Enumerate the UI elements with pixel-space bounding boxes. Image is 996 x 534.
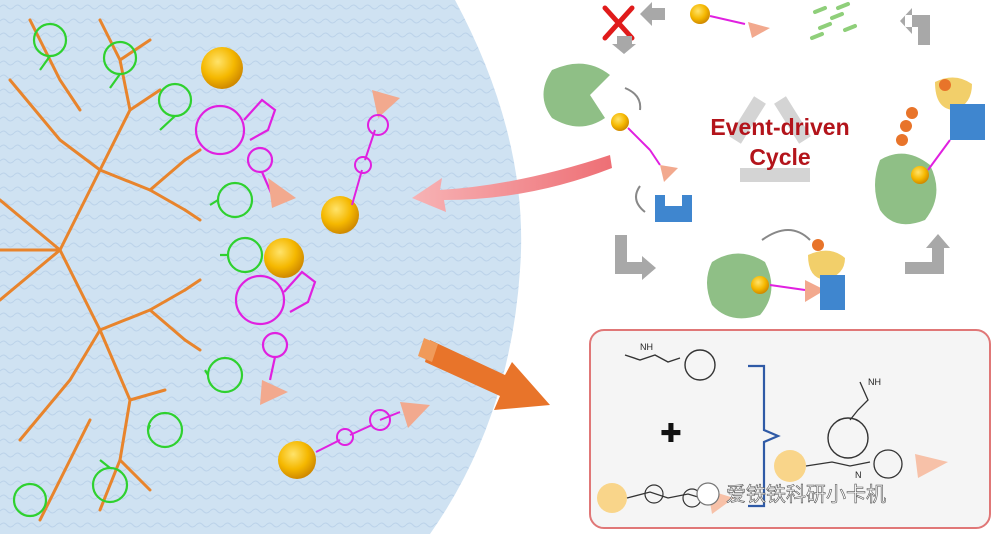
green-enzyme-icon: [875, 153, 937, 225]
small-turn-arrow: [761, 229, 811, 241]
gold-sphere: [751, 276, 769, 294]
reaction-inset: NH ✚ NH N: [589, 329, 991, 529]
tetrazine-linker: [769, 284, 806, 291]
cycle-title-line2: Cycle: [749, 144, 810, 170]
cycle-arrows: [612, 2, 950, 280]
tetrazine-skeleton: [626, 491, 709, 501]
cone-markers: [260, 90, 430, 428]
cone-shape: [372, 90, 400, 118]
pink-curved-arrow: [412, 155, 612, 212]
tco-groups: [12, 22, 264, 518]
clicked-adducts: [194, 98, 317, 381]
tetrazine-linker: [627, 127, 661, 166]
light-cone: [915, 454, 948, 478]
carbamate-skeleton: [624, 354, 681, 363]
tetrazine-linker: [927, 139, 951, 171]
light-gold-sphere: [597, 483, 627, 513]
cycle-arrow: [615, 235, 656, 280]
wechat-logo-icon: [696, 482, 720, 506]
small-turn-arrow: [624, 87, 642, 111]
gold-sphere: [911, 166, 929, 184]
green-enzyme-icon: [543, 63, 610, 127]
tco-ring: [12, 482, 48, 518]
cone-shape: [805, 280, 825, 302]
blue-receptor-icon: [950, 104, 985, 140]
cone-shape: [660, 165, 678, 182]
recycle-symbol: [729, 96, 811, 182]
gold-sphere: [201, 47, 243, 89]
cycle-arrow: [640, 2, 665, 26]
free-tetrazine-linkers: [315, 114, 401, 453]
watermark: 爱铁铁科研小卡机: [696, 482, 886, 506]
gold-sphere: [321, 196, 359, 234]
orange-dot: [906, 107, 918, 119]
tetrazine-ring: [644, 484, 664, 504]
watermark-text: 爱铁铁科研小卡机: [726, 482, 886, 506]
blue-receptor-icon: [820, 275, 845, 310]
gold-sphere: [264, 238, 304, 278]
gold-nanoparticles: [201, 47, 359, 479]
nh-label-right: NH: [868, 377, 881, 387]
orange-block-arrow: [418, 338, 550, 410]
cycle-arrow: [905, 234, 950, 274]
blue-receptor-icon: [655, 195, 692, 222]
yellow-ligand-icon: [808, 250, 845, 280]
cell-surface-panel: [0, 0, 522, 534]
nh-label-left: NH: [640, 342, 653, 352]
gold-sphere: [611, 113, 629, 131]
orange-dot: [900, 120, 912, 132]
green-enzyme-icon: [707, 253, 772, 319]
dendrimer-structure: [0, 18, 202, 522]
gold-sphere: [278, 441, 316, 479]
orange-dot: [896, 134, 908, 146]
light-gold-sphere: [774, 450, 806, 482]
product-linker: [849, 381, 869, 421]
orange-dot: [939, 79, 951, 91]
reaction-bracket: [748, 364, 781, 508]
gold-sphere: [690, 4, 710, 24]
cone-shape: [268, 178, 296, 208]
n-label: N: [855, 470, 862, 480]
tco-ring-skeleton: [684, 349, 716, 381]
small-turn-arrow: [635, 185, 646, 213]
tetrazine-linker: [709, 15, 746, 25]
event-driven-cycle: Event-driven Cycle: [543, 2, 985, 319]
product-backbone: [805, 461, 871, 467]
cycle-arrow: [612, 36, 636, 54]
fragment-dashes: [810, 2, 857, 40]
cycle-arrow: [900, 8, 930, 45]
cone-shape: [748, 22, 770, 38]
product-cyclooctane: [827, 417, 869, 459]
red-x-icon: [602, 5, 635, 41]
cone-shape: [400, 402, 430, 428]
plus-symbol: ✚: [660, 419, 682, 449]
product-phenyl: [873, 449, 903, 479]
cone-shape: [260, 380, 288, 405]
orange-dot: [812, 239, 824, 251]
cycle-title-line1: Event-driven: [710, 114, 849, 140]
